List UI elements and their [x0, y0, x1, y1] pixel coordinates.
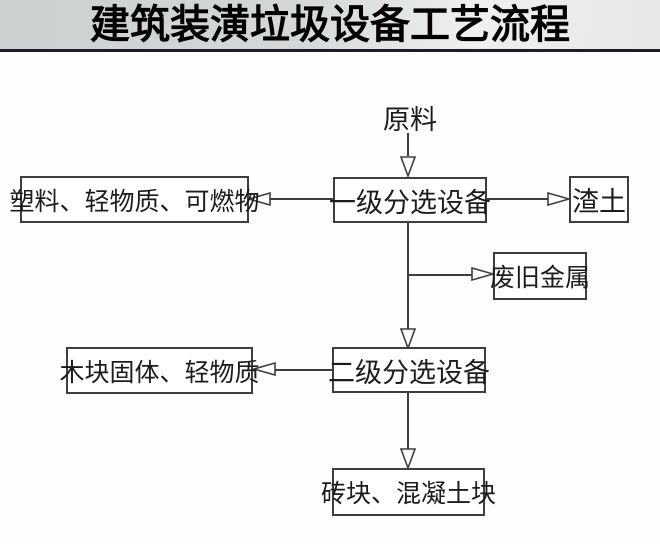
node-raw-material: 原料: [383, 104, 437, 135]
title-bar: 建筑装潢垃圾设备工艺流程: [0, 0, 660, 52]
arrow-left-icon: [253, 362, 276, 376]
connector-stage2-to-wood: [275, 369, 332, 371]
node-stage1-sorting-equipment: 一级分选设备: [329, 177, 491, 223]
node-plastics-light-combustibles: 塑料、轻物质、可燃物: [10, 176, 260, 223]
connector-raw-to-stage1: [407, 133, 409, 156]
page-title: 建筑装潢垃圾设备工艺流程: [90, 2, 570, 47]
node-slag: 渣土: [569, 176, 629, 223]
arrow-right-icon: [547, 192, 570, 206]
arrow-down-icon: [400, 156, 416, 177]
node-bricks-concrete: 砖块、混凝土块: [321, 468, 496, 516]
connector-stage2-to-bricks: [407, 393, 409, 449]
arrow-down-icon: [400, 328, 416, 349]
connector-stage1-to-plastics: [270, 198, 333, 200]
node-wood-solids-light: 木块固体、轻物质: [60, 347, 260, 394]
node-stage2-sorting-equipment: 二级分选设备: [328, 347, 490, 393]
arrow-left-icon: [248, 192, 271, 206]
node-scrap-metal: 废旧金属: [490, 252, 590, 300]
arrow-right-icon: [471, 267, 494, 281]
connector-stage1-to-stage2: [407, 223, 409, 331]
arrow-down-icon: [400, 448, 416, 469]
connector-branch-to-scrap-metal: [408, 274, 472, 276]
connector-stage1-to-slag: [487, 198, 548, 200]
